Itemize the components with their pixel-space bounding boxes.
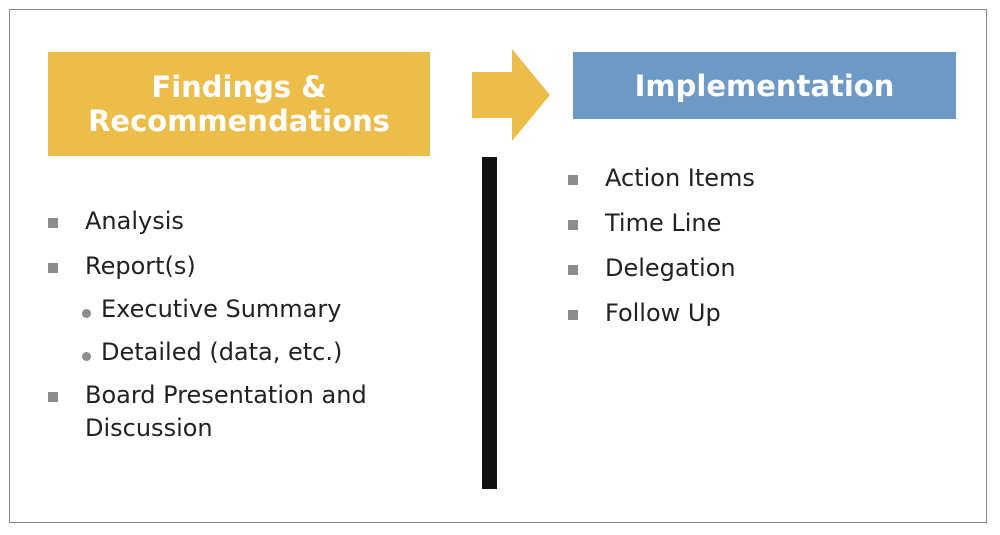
list-item-label: Delegation <box>605 254 736 282</box>
list-item-time-line: Time Line <box>568 207 928 240</box>
list-item-delegation: Delegation <box>568 252 928 285</box>
findings-list: Analysis Report(s) Executive Summary Det… <box>48 205 448 457</box>
findings-recommendations-header: Findings & Recommendations <box>48 52 430 156</box>
list-item-label: Analysis <box>85 207 184 235</box>
list-item-label: Board Presentation and Discussion <box>85 381 367 442</box>
list-item-board-presentation: Board Presentation and Discussion <box>48 379 448 445</box>
list-item-label: Follow Up <box>605 299 721 327</box>
list-item-follow-up: Follow Up <box>568 297 928 330</box>
list-item-label: Executive Summary <box>101 295 342 323</box>
list-item-label: Detailed (data, etc.) <box>101 338 343 366</box>
arrow-shape <box>472 49 550 141</box>
square-bullet-icon <box>48 392 58 402</box>
list-item-detailed: Detailed (data, etc.) <box>48 336 448 369</box>
square-bullet-icon <box>48 263 58 273</box>
list-item-executive-summary: Executive Summary <box>48 293 448 326</box>
list-item-label: Time Line <box>605 209 722 237</box>
list-item-analysis: Analysis <box>48 205 448 238</box>
dot-bullet-icon <box>82 309 91 318</box>
square-bullet-icon <box>48 218 58 228</box>
square-bullet-icon <box>568 220 578 230</box>
vertical-divider <box>482 157 497 489</box>
list-item-action-items: Action Items <box>568 162 928 195</box>
square-bullet-icon <box>568 310 578 320</box>
right-arrow-icon <box>472 49 550 141</box>
square-bullet-icon <box>568 265 578 275</box>
list-item-label: Report(s) <box>85 252 196 280</box>
implementation-list: Action Items Time Line Delegation Follow… <box>568 162 928 342</box>
dot-bullet-icon <box>82 352 91 361</box>
diagram-frame: Findings & Recommendations Implementatio… <box>9 9 987 523</box>
square-bullet-icon <box>568 175 578 185</box>
list-item-label: Action Items <box>605 164 755 192</box>
implementation-header: Implementation <box>573 52 956 119</box>
list-item-reports: Report(s) <box>48 250 448 283</box>
